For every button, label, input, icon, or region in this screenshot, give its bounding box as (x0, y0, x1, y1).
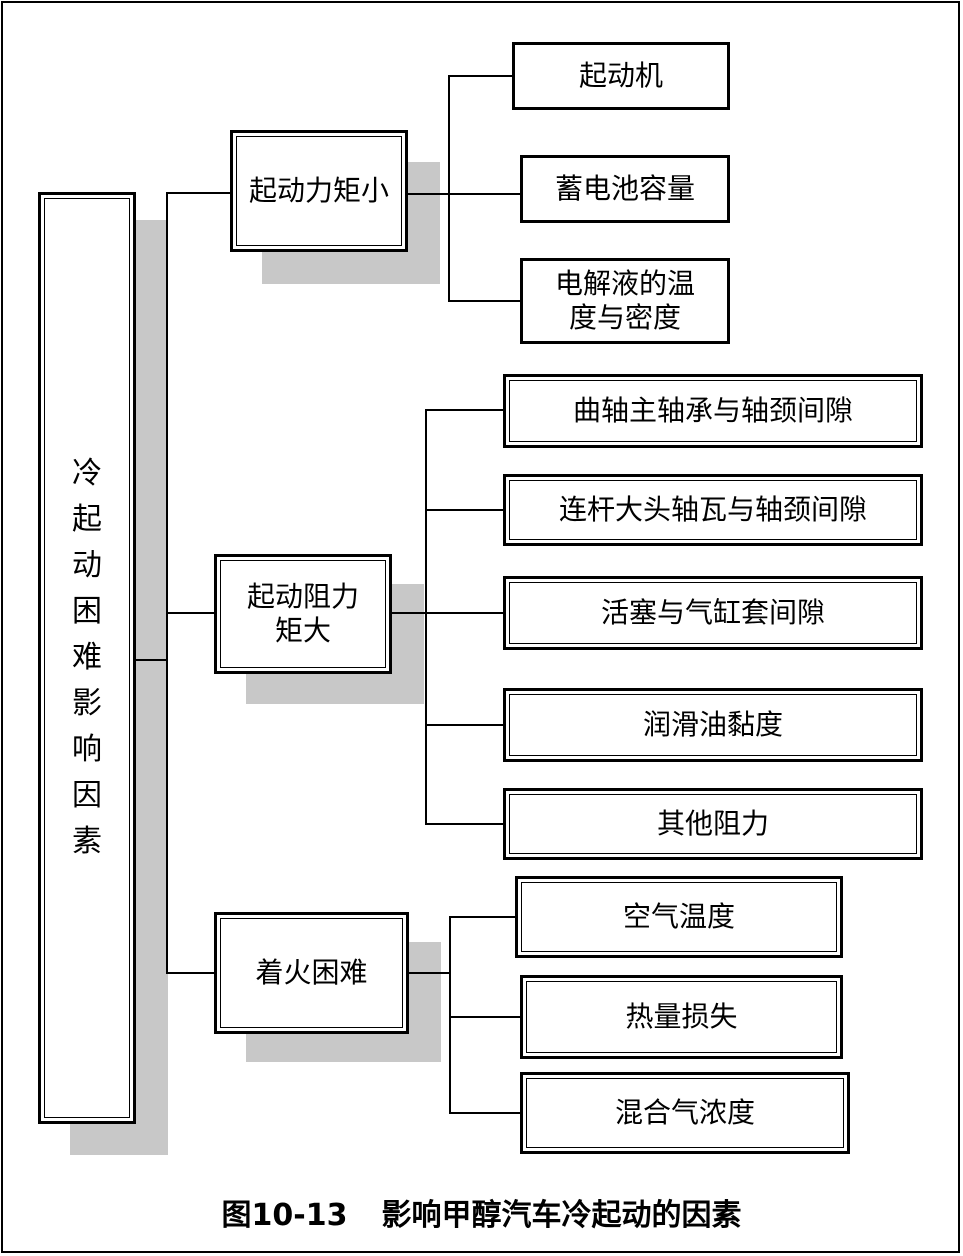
item-label: 电解液的温度与密度 (554, 267, 695, 334)
item-label: 起动机 (578, 59, 663, 92)
trunk-to-group2 (166, 612, 216, 614)
group3-branch (449, 916, 451, 1113)
root-label: 冷起动困难影响因素 (72, 456, 102, 859)
group-label: 起动阻力矩大 (246, 580, 359, 647)
group2-branch (425, 409, 427, 824)
item-battery-capacity: 蓄电池容量 (520, 155, 730, 223)
item-main-bearing-clearance: 曲轴主轴承与轴颈间隙 (503, 374, 923, 448)
main-trunk (166, 193, 168, 973)
item-label: 热量损失 (625, 1000, 738, 1033)
item-label: 活塞与气缸套间隙 (600, 596, 825, 629)
group-node-ignition-difficulty: 着火困难 (214, 912, 409, 1034)
item-label: 蓄电池容量 (554, 172, 695, 205)
group3-to-item2 (449, 1016, 522, 1018)
group-node-starting-resistance: 起动阻力矩大 (214, 554, 392, 674)
item-air-temperature: 空气温度 (515, 876, 843, 958)
root-connector (128, 659, 167, 661)
item-mixture-concentration: 混合气浓度 (520, 1072, 850, 1154)
group2-stub (391, 612, 426, 614)
root-node: 冷起动困难影响因素 (38, 192, 136, 1124)
group2-to-item5 (425, 823, 505, 825)
trunk-to-group3 (166, 972, 216, 974)
item-heat-loss: 热量损失 (520, 975, 843, 1059)
item-label: 连杆大头轴瓦与轴颈间隙 (558, 493, 867, 526)
group1-to-item2 (448, 193, 521, 195)
item-other-resistance: 其他阻力 (503, 788, 923, 860)
item-label: 其他阻力 (656, 807, 769, 840)
group1-stub (407, 193, 449, 195)
item-label: 润滑油黏度 (642, 708, 783, 741)
group2-to-item4 (425, 724, 505, 726)
item-label: 空气温度 (622, 900, 735, 933)
group1-branch (448, 76, 450, 301)
group-node-starting-torque: 起动力矩小 (230, 130, 408, 252)
group-label: 起动力矩小 (248, 174, 389, 207)
item-label: 曲轴主轴承与轴颈间隙 (572, 394, 853, 427)
group3-to-item1 (449, 916, 517, 918)
trunk-to-group1 (166, 192, 232, 194)
item-conrod-bearing-clearance: 连杆大头轴瓦与轴颈间隙 (503, 474, 923, 546)
group1-to-item1 (448, 75, 513, 77)
group1-to-item3 (448, 300, 521, 302)
group2-to-item2 (425, 509, 505, 511)
group3-stub (408, 972, 450, 974)
item-electrolyte: 电解液的温度与密度 (520, 258, 730, 344)
group-label: 着火困难 (255, 956, 368, 989)
group2-to-item1 (425, 409, 505, 411)
group2-to-item3 (425, 612, 505, 614)
figure-caption: 图10-13 影响甲醇汽车冷起动的因素 (0, 1190, 963, 1234)
item-oil-viscosity: 润滑油黏度 (503, 688, 923, 762)
figure-title: 影响甲醇汽车冷起动的因素 (381, 1198, 742, 1233)
item-label: 混合气浓度 (614, 1096, 755, 1129)
item-piston-clearance: 活塞与气缸套间隙 (503, 576, 923, 650)
figure-number: 图10-13 (221, 1198, 348, 1233)
group3-to-item3 (449, 1112, 522, 1114)
item-starter: 起动机 (512, 42, 730, 110)
